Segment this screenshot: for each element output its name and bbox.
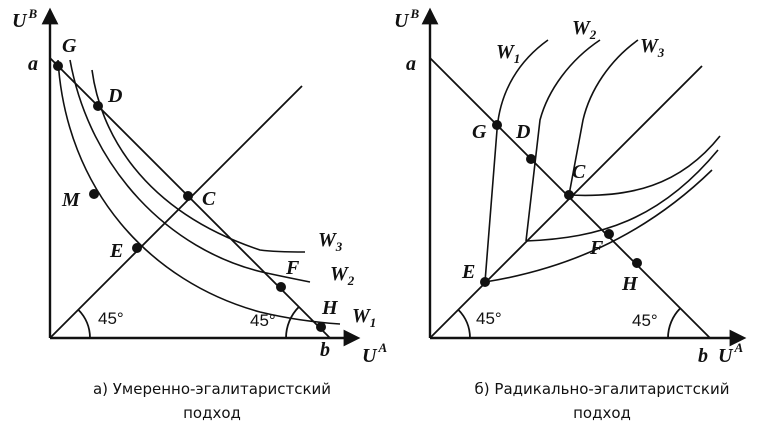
right-label-w2: W2: [572, 17, 597, 42]
left-point-h: [316, 322, 326, 332]
left-label-a: a: [28, 53, 38, 75]
right-curve-w3-horizontal: [568, 135, 721, 197]
right-point-h: [632, 258, 642, 268]
right-angle-arc-b: [667, 307, 681, 339]
left-label-b: b: [320, 339, 330, 361]
right-point-g: [492, 120, 502, 130]
left-angle-arc-b: [285, 306, 300, 339]
right-label-g: G: [472, 121, 487, 143]
left-caption-line2: подход: [183, 404, 241, 422]
right-point-f: [604, 229, 614, 239]
right-curve-w2-vertical: [525, 39, 601, 242]
right-curve-w1-vertical: [484, 39, 549, 283]
right-label-f: F: [589, 237, 604, 259]
left-label-m: M: [61, 189, 81, 211]
right-label-a: a: [406, 53, 416, 75]
right-point-c: [564, 190, 574, 200]
left-angle-label-origin: 45°: [98, 309, 124, 328]
right-label-h: H: [621, 273, 639, 295]
left-45-degree-line: [49, 85, 303, 339]
left-label-w1: W1: [352, 305, 376, 330]
right-label-b: b: [698, 345, 708, 367]
left-label-c: C: [202, 188, 216, 210]
left-point-f: [276, 282, 286, 292]
left-label-g: G: [62, 35, 77, 57]
right-label-w1: W1: [496, 41, 520, 66]
left-angle-label-b: 45°: [250, 311, 276, 330]
right-curve-w2-horizontal: [525, 149, 719, 242]
right-point-d: [526, 154, 536, 164]
right-angle-label-b: 45°: [632, 311, 658, 330]
right-label-d: D: [515, 121, 530, 143]
right-caption-line2: подход: [573, 404, 631, 422]
right-label-e: E: [461, 261, 475, 283]
left-point-d: [93, 101, 103, 111]
left-point-e: [132, 243, 142, 253]
right-curve-w1-horizontal: [484, 169, 713, 283]
right-angle-arc-origin: [457, 309, 471, 339]
left-point-c: [183, 191, 193, 201]
left-curve-w1: [57, 59, 341, 325]
left-point-g: [53, 61, 63, 71]
left-caption-line1: а) Умеренно-эгалитаристский: [93, 380, 331, 398]
left-label-d: D: [107, 85, 122, 107]
left-curve-w2: [69, 59, 311, 283]
right-angle-label-origin: 45°: [476, 309, 502, 328]
left-point-m: [89, 189, 99, 199]
right-point-e: [480, 277, 490, 287]
right-45-degree-line: [429, 65, 703, 339]
left-label-w2: W2: [330, 263, 355, 288]
right-label-c: C: [572, 161, 586, 183]
left-label-f: F: [285, 257, 300, 279]
left-label-e: E: [109, 240, 123, 262]
right-label-w3: W3: [640, 35, 665, 60]
right-curve-w3-vertical: [568, 39, 639, 196]
left-curve-w3: [91, 69, 306, 253]
right-caption-line1: б) Радикально-эгалитаристский: [475, 380, 730, 398]
left-angle-arc-origin: [77, 309, 91, 339]
left-label-w3: W3: [318, 229, 343, 254]
left-label-h: H: [321, 297, 339, 319]
